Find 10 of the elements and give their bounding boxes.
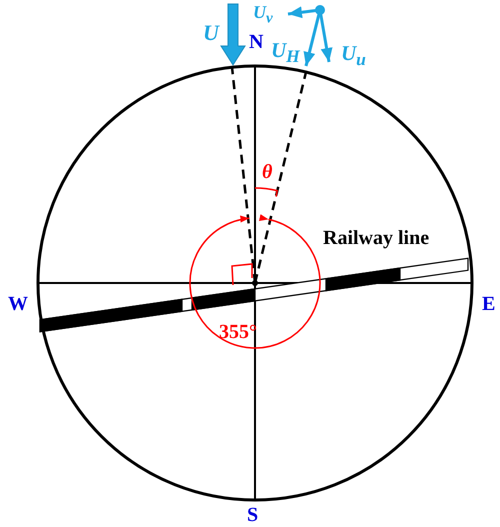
vector-label: U$_{v}$ <box>253 3 273 27</box>
direction-label: S <box>247 505 258 525</box>
angle-label: θ <box>262 162 272 182</box>
vector-label: U$_{H}$ <box>271 40 300 66</box>
railway-label: Railway line <box>323 228 430 248</box>
direction-label: E <box>482 294 496 314</box>
direction-label: N <box>249 32 264 52</box>
vector-label: U$_{u}$ <box>341 43 366 69</box>
direction-label: W <box>8 294 28 314</box>
vector-label: U <box>203 22 219 44</box>
